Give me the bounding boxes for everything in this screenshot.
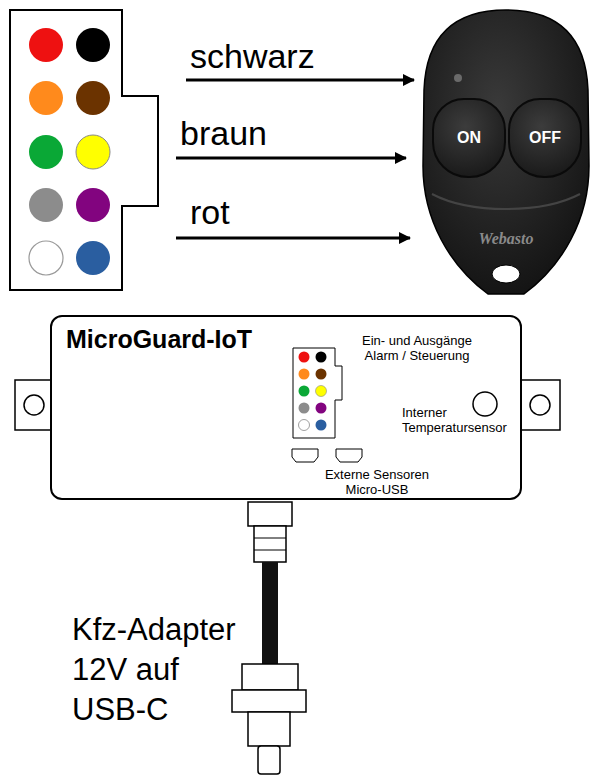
circle-shape (316, 352, 327, 363)
pinout-outline (293, 348, 342, 438)
circle-shape (24, 395, 44, 415)
remote-outline (423, 10, 589, 294)
circle-shape (299, 369, 310, 380)
button-label: OFF (529, 129, 561, 147)
remote-control: Webasto ON OFF (420, 8, 592, 298)
circle-shape (29, 135, 63, 169)
wire-color: braun (180, 113, 380, 153)
rect-shape (50, 315, 522, 500)
circle-shape (316, 420, 327, 431)
circle-shape (316, 386, 327, 397)
line-shape (254, 538, 286, 539)
rect-shape (254, 526, 286, 562)
circle-shape (316, 403, 327, 414)
button: OFF (508, 98, 582, 178)
circle-shape (299, 420, 310, 431)
rect-shape (232, 690, 306, 712)
port-label: Externe Sensoren Micro-USB (317, 467, 437, 497)
adapter-label: Kfz-Adapter 12V auf USB-C (72, 610, 257, 730)
rect-shape (248, 712, 290, 746)
remote-ridge (432, 194, 580, 209)
sensor-symbol (473, 392, 497, 416)
usb-port (292, 449, 318, 462)
circle-shape (299, 386, 310, 397)
circle-shape (29, 241, 63, 275)
sensor-label: Interner Temperatursensor (402, 405, 514, 435)
housing-box: MicroGuard-IoT Ein- und Ausgänge Alarm / … (50, 315, 522, 500)
circle-shape (76, 81, 110, 115)
wire-color: schwarz (190, 36, 390, 76)
circle-shape (299, 403, 310, 414)
circle-shape (29, 28, 63, 62)
port-label: Ein- und Ausgänge Alarm / Steuerung (347, 333, 487, 363)
usb-port (336, 449, 362, 462)
cable (262, 562, 278, 666)
button: ON (432, 98, 506, 178)
button-label: ON (457, 129, 481, 147)
circle-shape (76, 241, 110, 275)
wire-color: rot (190, 192, 390, 232)
line-shape (254, 550, 286, 551)
circle-shape (76, 28, 110, 62)
circle-shape (316, 369, 327, 380)
circle-shape (299, 352, 310, 363)
pinout-outline (10, 10, 158, 290)
arrow (186, 79, 414, 82)
arrow (176, 237, 410, 240)
led (454, 74, 462, 82)
rect-shape (242, 664, 298, 690)
circle-shape (76, 135, 110, 169)
key-ring-hole (492, 265, 520, 283)
circle-shape (29, 81, 63, 115)
rect-shape (258, 746, 280, 774)
circle-shape (29, 188, 63, 222)
brand-logo: Webasto (466, 230, 546, 248)
rect-shape (248, 502, 292, 526)
arrow (176, 157, 406, 160)
circle-shape (76, 188, 110, 222)
circle-shape (530, 395, 550, 415)
device-title: MicroGuard-IoT (66, 325, 296, 354)
